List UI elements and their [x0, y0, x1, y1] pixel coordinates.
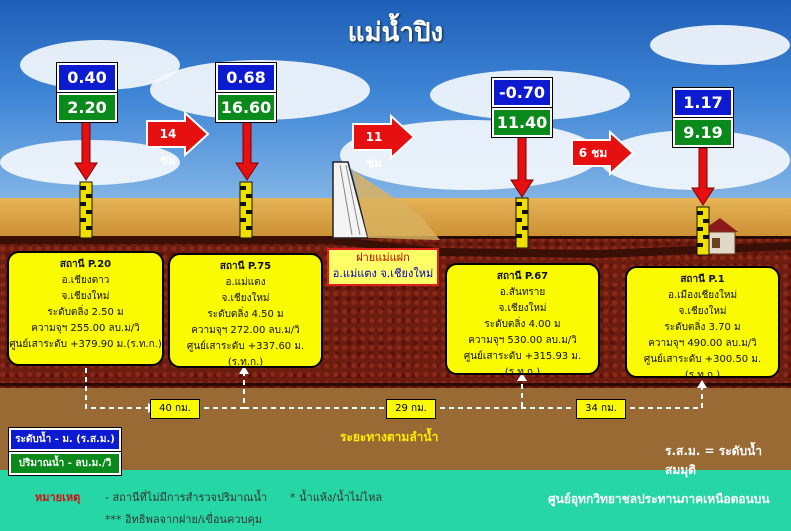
- gauge-icon-3: [515, 197, 529, 249]
- legend-level: ระดับน้ำ - ม. (ร.ส.ม.): [9, 428, 121, 451]
- datum-note: ร.ส.ม. = ระดับน้ำสมมุติ: [665, 444, 763, 477]
- dam-icon: [332, 161, 440, 240]
- station-capacity: ความจุฯ 255.00 ลบ.ม/วิ: [31, 323, 140, 334]
- down-arrow-icon: [74, 121, 715, 206]
- legend-flow: ปริมาณน้ำ - ลบ.ม./วิ: [9, 452, 121, 475]
- station-card: สถานี P.1 อ.เมืองเชียงใหม่ จ.เชียงใหม่ ร…: [625, 266, 780, 381]
- distance-label: 29 กม.: [386, 399, 436, 419]
- footnote-item: - สถานีที่ไม่มีการสำรวจปริมาณน้ำ: [105, 491, 268, 504]
- travel-time-label: 11 ชม: [365, 130, 383, 170]
- station-district: อ.เชียงดาว: [61, 275, 110, 286]
- station-name: สถานี P.1: [680, 274, 725, 285]
- water-flow-badge: 9.19: [673, 118, 733, 147]
- water-level-badge: 1.17: [673, 88, 733, 117]
- footer-bar: [0, 470, 791, 531]
- station-card: สถานี P.75 อ.แม่แตง จ.เชียงใหม่ ระดับตลิ…: [168, 253, 323, 368]
- water-level-badge: 0.40: [57, 63, 117, 92]
- distance-label: 34 กม.: [576, 399, 626, 419]
- station-province: จ.เชียงใหม่: [678, 306, 727, 317]
- distance-label: 40 กม.: [150, 399, 200, 419]
- river-bed: [0, 236, 791, 258]
- station-district: อ.สันทราย: [499, 287, 546, 298]
- water-flow-badge: 11.40: [492, 108, 552, 137]
- route-dashed-line: [85, 368, 703, 409]
- station-province: จ.เชียงใหม่: [221, 293, 270, 304]
- station-province: จ.เชียงใหม่: [498, 303, 547, 314]
- station-datum: ศูนย์เสาระดับ +337.60 ม.(ร.ท.ก.): [186, 341, 305, 368]
- page-title: แม่น้ำปิง: [347, 18, 444, 48]
- station-district: อ.เมืองเชียงใหม่: [667, 290, 738, 301]
- footnote-title: หมายเหตุ: [35, 491, 81, 504]
- station-bank-level: ระดับตลิ่ง 4.00 ม: [484, 319, 561, 330]
- footnote-item: * น้ำแห้ง/น้ำไม่ไหล: [290, 491, 383, 504]
- station-bank-level: ระดับตลิ่ง 4.50 ม: [207, 309, 284, 320]
- footnote-item: *** อิทธิพลจากฝาย/เขื่อนควบคุม: [105, 513, 263, 526]
- station-name: สถานี P.20: [59, 259, 112, 270]
- station-datum: ศูนย์เสาระดับ +379.90 ม.(ร.ท.ก.): [9, 339, 162, 350]
- station-bank-level: ระดับตลิ่ง 2.50 ม: [47, 307, 124, 318]
- dam-name: ฝายแม่แฝก: [356, 251, 410, 264]
- station-province: จ.เชียงใหม่: [61, 291, 110, 302]
- water-flow-badge: 2.20: [57, 93, 117, 122]
- station-capacity: ความจุฯ 272.00 ลบ.ม/วิ: [191, 325, 300, 336]
- station-name: สถานี P.75: [219, 261, 272, 272]
- water-flow-badge: 16.60: [216, 93, 276, 122]
- route-label: ระยะทางตามลำน้ำ: [340, 430, 439, 444]
- station-capacity: ความจุฯ 490.00 ลบ.ม/วิ: [648, 338, 757, 349]
- station-datum: ศูนย์เสาระดับ +315.93 ม.(ร.ท.ก.): [463, 351, 582, 378]
- dam-location: อ.แม่แตง จ.เชียงใหม่: [332, 267, 434, 280]
- right-arrow-icon: [146, 110, 635, 177]
- station-name: สถานี P.67: [496, 271, 549, 282]
- station-card: สถานี P.20 อ.เชียงดาว จ.เชียงใหม่ ระดับต…: [7, 251, 164, 366]
- station-capacity: ความจุฯ 530.00 ลบ.ม/วิ: [468, 335, 577, 346]
- station-bank-level: ระดับตลิ่ง 3.70 ม: [664, 322, 741, 333]
- travel-time-label: 6 ชม: [578, 146, 608, 160]
- station-card: สถานี P.67 อ.สันทราย จ.เชียงใหม่ ระดับตล…: [445, 263, 600, 378]
- water-level-badge: -0.70: [492, 78, 552, 107]
- station-datum: ศูนย์เสาระดับ +300.50 ม.(ร.ท.ก.): [643, 354, 762, 381]
- gauge-icon-1: [79, 181, 93, 239]
- travel-time-label: 14 ชม: [159, 127, 177, 167]
- gauge-icon-2: [239, 181, 253, 239]
- center-name: ศูนย์อุทกวิทยาชลประทานภาคเหนือตอนบน: [548, 492, 770, 506]
- gauge-icon-4: [696, 206, 710, 256]
- dam-label: ฝายแม่แฝก อ.แม่แตง จ.เชียงใหม่: [327, 248, 439, 286]
- water-level-badge: 0.68: [216, 63, 276, 92]
- station-district: อ.แม่แตง: [225, 277, 266, 288]
- cloud: [650, 25, 790, 65]
